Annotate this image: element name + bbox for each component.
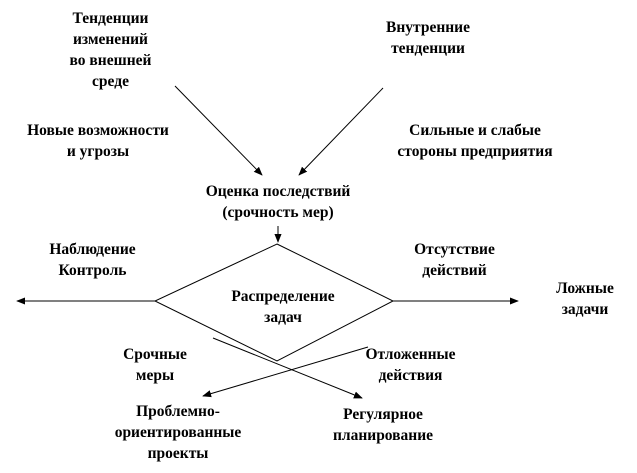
false-tasks-label: Ложные задачи: [556, 280, 614, 318]
postponed-actions-label: Отложенные действия: [365, 346, 456, 384]
urgent-measures-label: Срочные меры: [123, 346, 187, 384]
task-distribution-label: Распределение задач: [231, 288, 335, 326]
problem-projects-label: Проблемно- ориентированные проекты: [114, 403, 242, 462]
internal-trends-label: Внутренние тенденции: [386, 19, 470, 57]
arrow-external-to-assessment: [174, 85, 263, 176]
strengths-weaknesses-label: Сильные и слабые стороны предприятия: [397, 122, 553, 160]
arrow-to-problem-projects: [202, 346, 369, 398]
no-action-label: Отсутствие действий: [414, 241, 495, 279]
external-trends-label: Тенденции изменений во внешней среде: [69, 10, 152, 90]
monitoring-control-label: Наблюдение Контроль: [49, 241, 136, 279]
regular-planning-label: Регулярное планирование: [332, 406, 434, 444]
opportunities-threats-label: Новые возможности и угрозы: [27, 122, 169, 160]
arrow-to-regular-planning: [212, 337, 363, 399]
consequence-assessment-label: Оценка последствий (срочность мер): [205, 183, 351, 221]
distribution-diamond: [153, 243, 395, 362]
arrow-internal-to-assessment: [298, 87, 384, 176]
